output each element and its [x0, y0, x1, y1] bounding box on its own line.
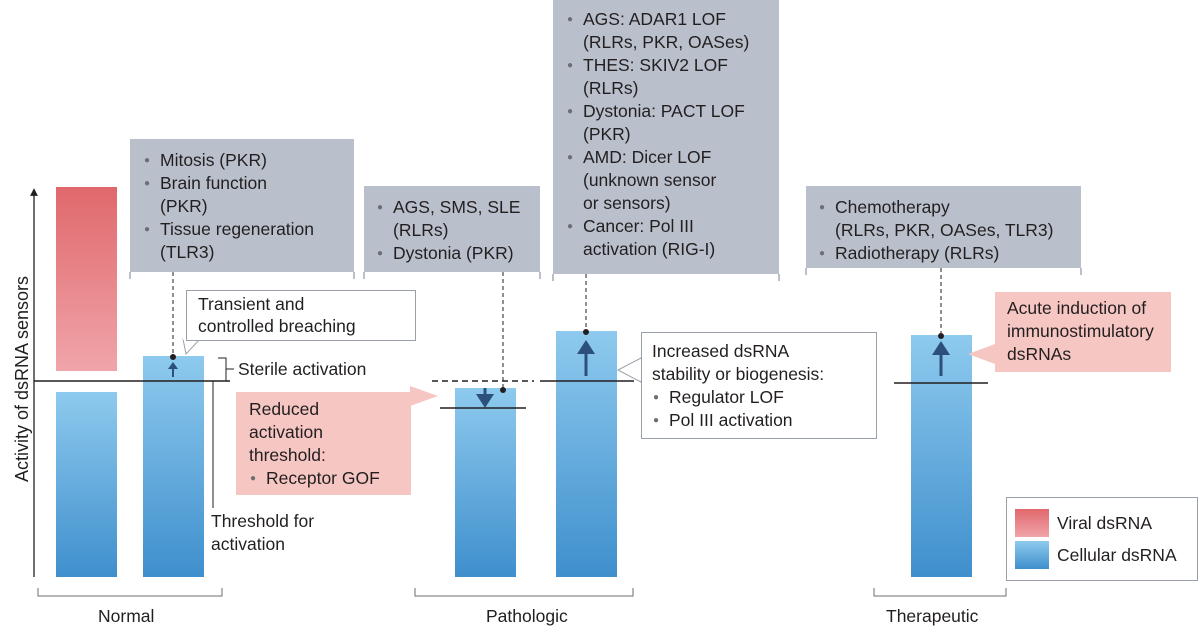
legend-swatch-cellular: [1015, 541, 1049, 569]
sterile-activation-label: Sterile activation: [238, 359, 367, 379]
pathologic-box-1: AGS, SMS, SLE(RLRs) Dystonia (PKR): [364, 186, 540, 272]
normal-item-mitosis: Mitosis (PKR): [143, 149, 354, 172]
pathologic-item-dystonia: Dystonia (PKR): [376, 242, 540, 265]
normal-physiology-box: Mitosis (PKR) Brain function(PKR) Tissue…: [130, 139, 354, 272]
reduced-item-receptor-gof: Receptor GOF: [249, 467, 380, 490]
legend: Viral dsRNA Cellular dsRNA: [1006, 497, 1198, 581]
bar-normal-cellular-1: [56, 392, 117, 577]
legend-item-cellular: Cellular dsRNA: [1015, 541, 1177, 569]
threshold-label-line2: activation: [211, 534, 285, 554]
pathologic-item-skiv2: THES: SKIV2 LOF(RLRs): [566, 54, 779, 100]
therapeutic-item-radio: Radiotherapy (RLRs): [818, 242, 1081, 265]
normal-item-tissue: Tissue regeneration(TLR3): [143, 218, 354, 264]
bar-pathologic-cellular-1: [455, 388, 516, 577]
reduced-threshold-callout: Reduced activation threshold: Receptor G…: [236, 392, 411, 495]
y-axis-label: Activity of dsRNA sensors: [12, 275, 32, 483]
bar-normal-cellular-2: [143, 356, 204, 577]
therapeutic-box: Chemotherapy(RLRs, PKR, OASes, TLR3) Rad…: [806, 186, 1081, 268]
legend-swatch-viral: [1015, 509, 1049, 537]
threshold-label-line1: Threshold for: [211, 511, 315, 531]
increased-dsrna-callout: Increased dsRNA stability or biogenesis:…: [641, 332, 877, 439]
breach-callout: Transient and controlled breaching: [186, 290, 416, 341]
therapeutic-item-chemo: Chemotherapy(RLRs, PKR, OASes, TLR3): [818, 196, 1081, 242]
group-label-therapeutic: Therapeutic: [886, 606, 979, 626]
legend-item-viral: Viral dsRNA: [1015, 509, 1152, 537]
pathologic-box-2: AGS: ADAR1 LOF(RLRs, PKR, OASes) THES: S…: [553, 0, 779, 274]
group-label-normal: Normal: [98, 606, 155, 626]
acute-induction-callout: Acute induction of immunostimulatory dsR…: [995, 292, 1171, 372]
pathologic-item-adar1: AGS: ADAR1 LOF(RLRs, PKR, OASes): [566, 8, 779, 54]
group-label-pathologic: Pathologic: [486, 606, 568, 626]
increased-item-regulator: Regulator LOF: [652, 386, 793, 409]
increased-item-polIII: Pol III activation: [652, 409, 793, 432]
normal-item-brain: Brain function(PKR): [143, 172, 354, 218]
pathologic-item-pact: Dystonia: PACT LOF(PKR): [566, 100, 779, 146]
pathologic-item-ags: AGS, SMS, SLE(RLRs): [376, 196, 540, 242]
bar-normal-viral: [56, 187, 117, 371]
